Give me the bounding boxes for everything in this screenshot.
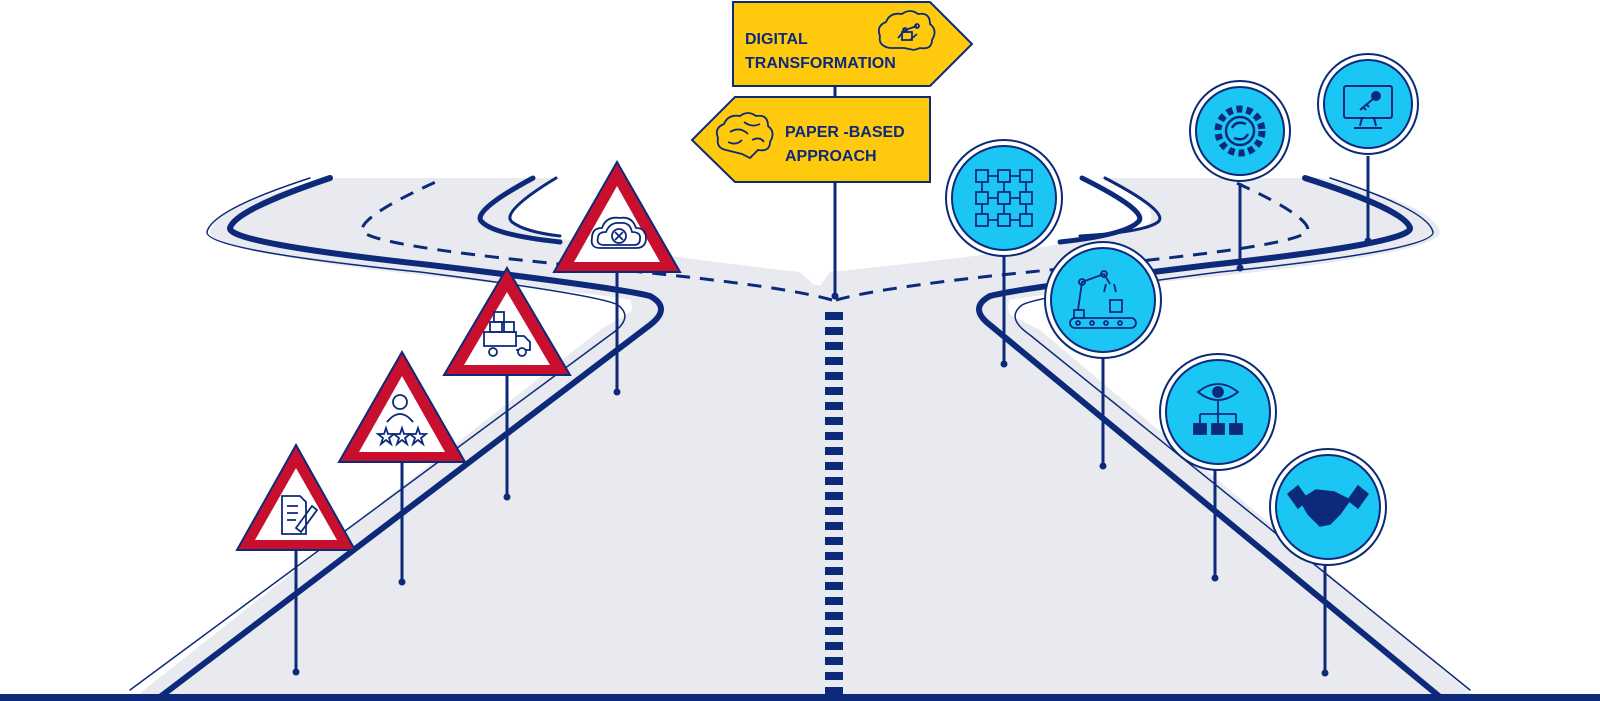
warning-signs	[235, 159, 682, 676]
warning-sign-pole-base	[503, 493, 511, 501]
monitor-key-icon	[1343, 85, 1393, 129]
delivery-truck-icon	[483, 311, 531, 357]
circle-sign-pole-base	[1211, 574, 1219, 582]
paper-based-approach-sign: PAPER -BASED APPROACH	[690, 96, 931, 183]
warning-sign-pole-base	[613, 388, 621, 396]
circle-sign-face	[1050, 247, 1156, 353]
network-grid-icon	[975, 169, 1033, 227]
warning-triangle-inner	[255, 468, 337, 540]
right-outer-edge-thick	[976, 175, 1443, 700]
circle-sign-pole-base	[1099, 462, 1107, 470]
paper-sign-line2: APPROACH	[785, 148, 877, 165]
robotic-arm-conveyor-icon	[1069, 270, 1137, 329]
circle-sign-robotic-arm	[1044, 241, 1162, 470]
ground-line	[0, 694, 1600, 701]
circle-signs	[945, 53, 1419, 677]
eye-hierarchy-icon	[1193, 383, 1243, 435]
digital-sign-line2: TRANSFORMATION	[745, 55, 896, 72]
center-dashes	[360, 178, 1310, 701]
warning-sign-pole-base	[292, 668, 300, 676]
circle-sign-face	[951, 145, 1057, 251]
digital-sign-line1: DIGITAL	[745, 31, 808, 48]
paper-sign-board	[690, 96, 931, 183]
brain-circuit-icon	[877, 10, 936, 51]
circle-sign-network-grid	[945, 139, 1063, 368]
road-surface-left-branch	[210, 178, 830, 330]
circle-sign-pole-base	[1364, 237, 1372, 245]
signpost-pole-base	[831, 292, 839, 300]
circle-sign-handshake	[1269, 448, 1387, 677]
right-inner-edge-thick	[1057, 175, 1143, 245]
circle-sign-pole-base	[1236, 264, 1244, 272]
warning-sign-person-rating	[337, 349, 467, 586]
warning-sign-pole-base	[398, 578, 406, 586]
circle-sign-gear-sync	[1189, 80, 1291, 272]
right-branch-dash	[835, 178, 1310, 302]
left-branch-dash	[360, 178, 833, 302]
road-surface-main	[130, 285, 1480, 701]
circle-sign-pole-base	[1321, 669, 1329, 677]
left-inner-edge-thick	[477, 175, 563, 245]
left-inner-edge-thin	[508, 176, 562, 238]
left-outer-edge-thick	[157, 175, 664, 700]
handshake-icon	[1286, 484, 1370, 527]
circle-sign-eye-hierarchy	[1159, 353, 1277, 582]
warning-sign-cloud-error	[552, 159, 682, 396]
warning-sign-delivery-truck	[442, 266, 572, 501]
right-outer-edge-thin	[1014, 177, 1471, 691]
gear-sync-icon	[1214, 105, 1266, 157]
document-edit-icon	[281, 495, 319, 535]
warning-sign-document	[235, 442, 357, 676]
digital-sign-board	[732, 1, 974, 87]
circle-sign-pole-base	[1000, 360, 1008, 368]
paper-sign-line1: PAPER -BASED	[785, 124, 905, 141]
circle-sign-face	[1195, 86, 1285, 176]
person-rating-icon	[375, 394, 429, 447]
center-signpost: DIGITAL TRANSFORMATION PAPER -BASED APPR…	[690, 1, 974, 300]
circle-sign-monitor-key	[1317, 53, 1419, 245]
right-inner-edge-thin	[1078, 176, 1162, 238]
brain-icon	[715, 112, 774, 160]
digital-transformation-sign: DIGITAL TRANSFORMATION	[732, 1, 974, 87]
cloud-error-icon	[590, 216, 647, 249]
